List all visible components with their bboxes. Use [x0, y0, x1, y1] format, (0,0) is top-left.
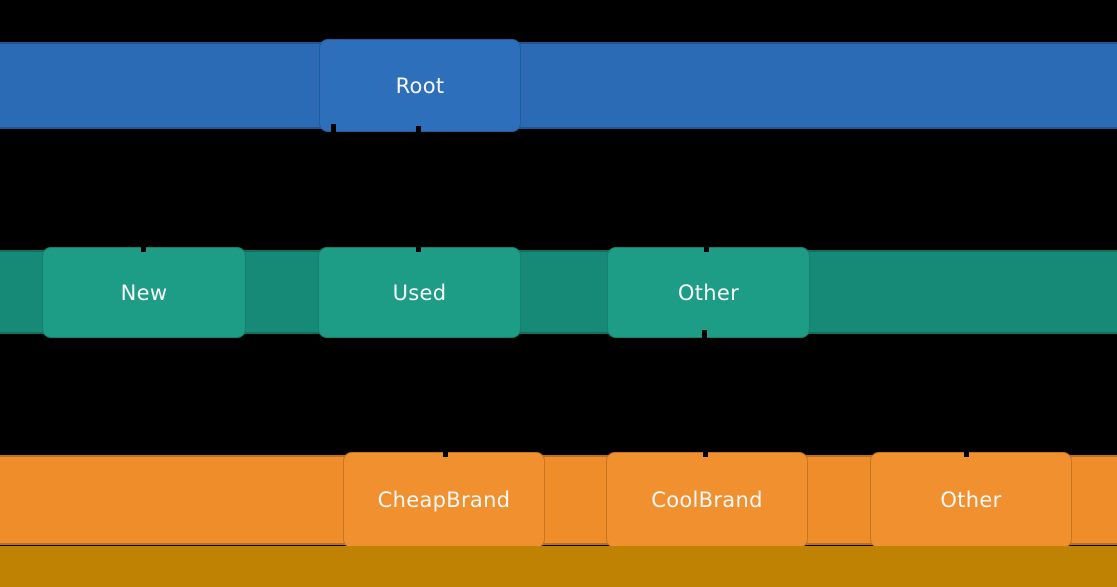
tree-node-cheapbrand[interactable]: CheapBrand: [343, 452, 545, 548]
tree-node-cheapbrand-label: CheapBrand: [377, 488, 511, 512]
tree-node-other-condition-label: Other: [677, 280, 740, 305]
edge-stub: [141, 244, 146, 252]
edge-stub: [331, 124, 336, 132]
tree-node-coolbrand[interactable]: CoolBrand: [606, 452, 808, 548]
edge-stub: [704, 244, 709, 252]
edge-stub: [443, 449, 448, 457]
tree-node-other-brand-label: Other: [940, 488, 1002, 512]
tree-node-other-brand[interactable]: Other: [870, 452, 1072, 548]
tree-node-new[interactable]: New: [42, 247, 246, 338]
edge-stub: [964, 449, 969, 457]
tree-node-root[interactable]: Root: [319, 39, 521, 132]
tree-node-coolbrand-label: CoolBrand: [651, 488, 763, 512]
tree-node-used-label: Used: [392, 280, 447, 305]
tree-node-new-label: New: [120, 280, 168, 305]
edge-stub: [702, 330, 707, 338]
tree-node-root-label: Root: [395, 73, 445, 98]
edge-stub: [416, 244, 421, 252]
level-1-bar: [0, 42, 1117, 129]
tree-node-other-condition[interactable]: Other: [607, 247, 810, 338]
level-4-bar-partial: [0, 546, 1117, 587]
edge-stub: [416, 126, 421, 134]
edge-stub: [703, 449, 708, 457]
tree-node-used[interactable]: Used: [318, 247, 521, 338]
